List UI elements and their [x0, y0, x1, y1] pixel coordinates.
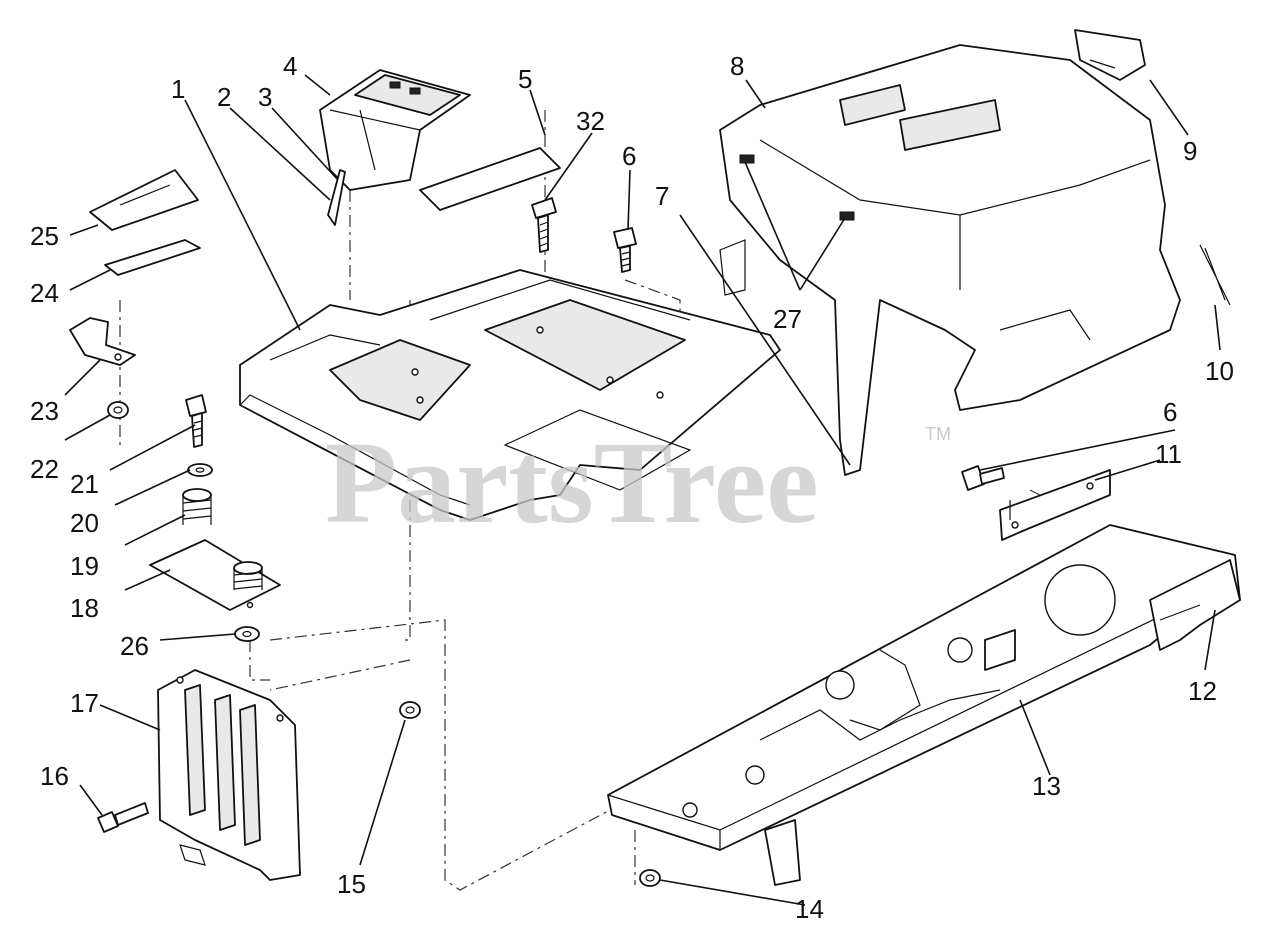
callout-17: 17	[70, 688, 99, 718]
trim-strip	[327, 169, 346, 226]
storage-tray	[319, 69, 471, 191]
callout-26: 26	[120, 631, 149, 661]
callout-32: 32	[576, 106, 605, 136]
callout-25: 25	[30, 221, 59, 251]
footrest-panel	[239, 269, 781, 521]
bolt-6-lower	[961, 465, 1005, 491]
callout-1: 1	[171, 74, 185, 104]
clamp-23	[69, 317, 136, 366]
callouts: 1 2 3 4 5 32 6 7 8 9 10 6 11 12 13 14 15…	[30, 51, 1234, 924]
callout-14: 14	[795, 894, 824, 924]
callout-20: 20	[70, 508, 99, 538]
washer-20	[187, 463, 213, 477]
decal	[419, 147, 561, 211]
callout-6-upper: 6	[622, 141, 636, 171]
spring-right	[233, 561, 263, 590]
hood-insert	[1074, 29, 1146, 81]
washer-26	[234, 626, 260, 642]
front-bumper	[1149, 559, 1241, 651]
callout-19: 19	[70, 551, 99, 581]
callout-5: 5	[518, 64, 532, 94]
leader-lines	[64, 74, 1221, 906]
cover-25	[89, 169, 199, 231]
callout-10: 10	[1205, 356, 1234, 386]
callout-15: 15	[337, 869, 366, 899]
callout-23: 23	[30, 396, 59, 426]
nut-22	[107, 401, 129, 419]
callout-8: 8	[730, 51, 744, 81]
callout-11: 11	[1155, 439, 1182, 469]
callout-13: 13	[1032, 771, 1061, 801]
callout-27: 27	[773, 304, 802, 334]
watermark-text: PartsTree	[325, 417, 819, 548]
callout-24: 24	[30, 278, 59, 308]
spring-19	[182, 488, 212, 525]
bolt-32	[531, 197, 557, 253]
watermark-trademark: TM	[925, 424, 951, 444]
bolt-16	[97, 802, 149, 833]
hood-bracket	[999, 469, 1111, 541]
callout-7: 7	[655, 181, 669, 211]
plate-24	[104, 239, 201, 276]
callout-22: 22	[30, 454, 59, 484]
nut-15	[399, 701, 421, 719]
callout-2: 2	[217, 82, 231, 112]
callout-6-lower: 6	[1163, 397, 1177, 427]
frame	[607, 524, 1241, 886]
spring-plate	[149, 539, 281, 611]
hood	[719, 44, 1181, 476]
bolt-21	[185, 394, 207, 448]
hood-clip	[1199, 244, 1231, 306]
callout-3: 3	[258, 82, 272, 112]
watermark: PartsTree TM	[325, 417, 951, 548]
nut-14	[639, 869, 661, 887]
callout-12: 12	[1188, 676, 1217, 706]
callout-18: 18	[70, 593, 99, 623]
callout-9: 9	[1183, 136, 1197, 166]
bolt-6-upper	[613, 227, 637, 273]
callout-16: 16	[40, 761, 69, 791]
seat-bracket	[157, 669, 301, 881]
callout-21: 21	[70, 469, 99, 499]
callout-4: 4	[283, 51, 297, 81]
